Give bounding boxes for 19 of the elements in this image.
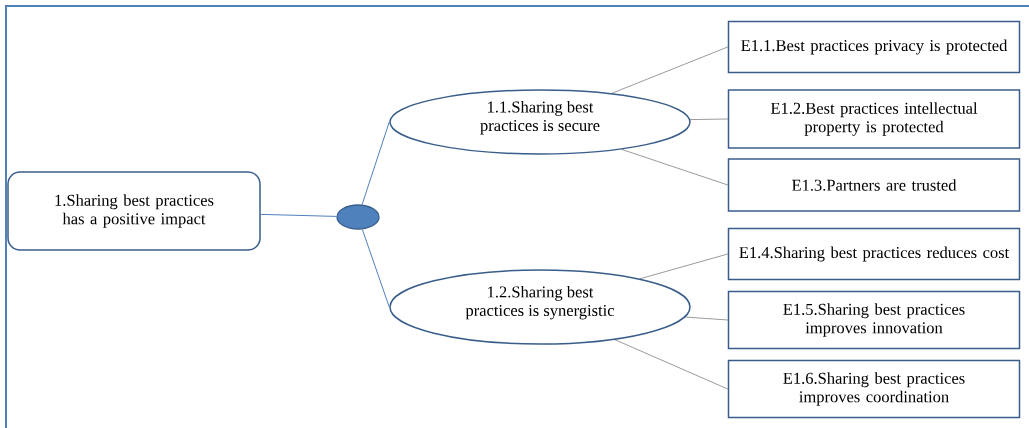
junction-dot [336, 204, 380, 230]
connector-line [639, 253, 728, 279]
evidence-box: E1.1.Best practices privacy is protected [727, 20, 1021, 74]
connector-line [690, 118, 728, 120]
evidence-box: E1.4.Sharing best practices reduces cost [727, 227, 1021, 281]
evidence-box: E1.2.Best practices intellectual property is protected [727, 89, 1021, 149]
evidence-box: E1.5.Sharing best practices improves innovation [727, 290, 1021, 350]
evidence-box: E1.3.Partners are trusted [727, 158, 1021, 212]
connector-line [621, 149, 728, 186]
connector-line [611, 46, 728, 94]
connector-line [361, 121, 390, 206]
connector-line [361, 228, 390, 308]
rounded-box: 1.Sharing best practices has a positive impact [7, 171, 261, 251]
evidence-box: E1.6.Sharing best practices improves coordination [727, 359, 1021, 419]
connector-line [685, 316, 728, 321]
ellipse-node: 1.2.Sharing best practices is synergistic [389, 269, 691, 345]
connector-line [260, 213, 337, 217]
ellipse-node: 1.1.Sharing best practices is secure [389, 89, 691, 155]
connector-line [614, 339, 728, 390]
